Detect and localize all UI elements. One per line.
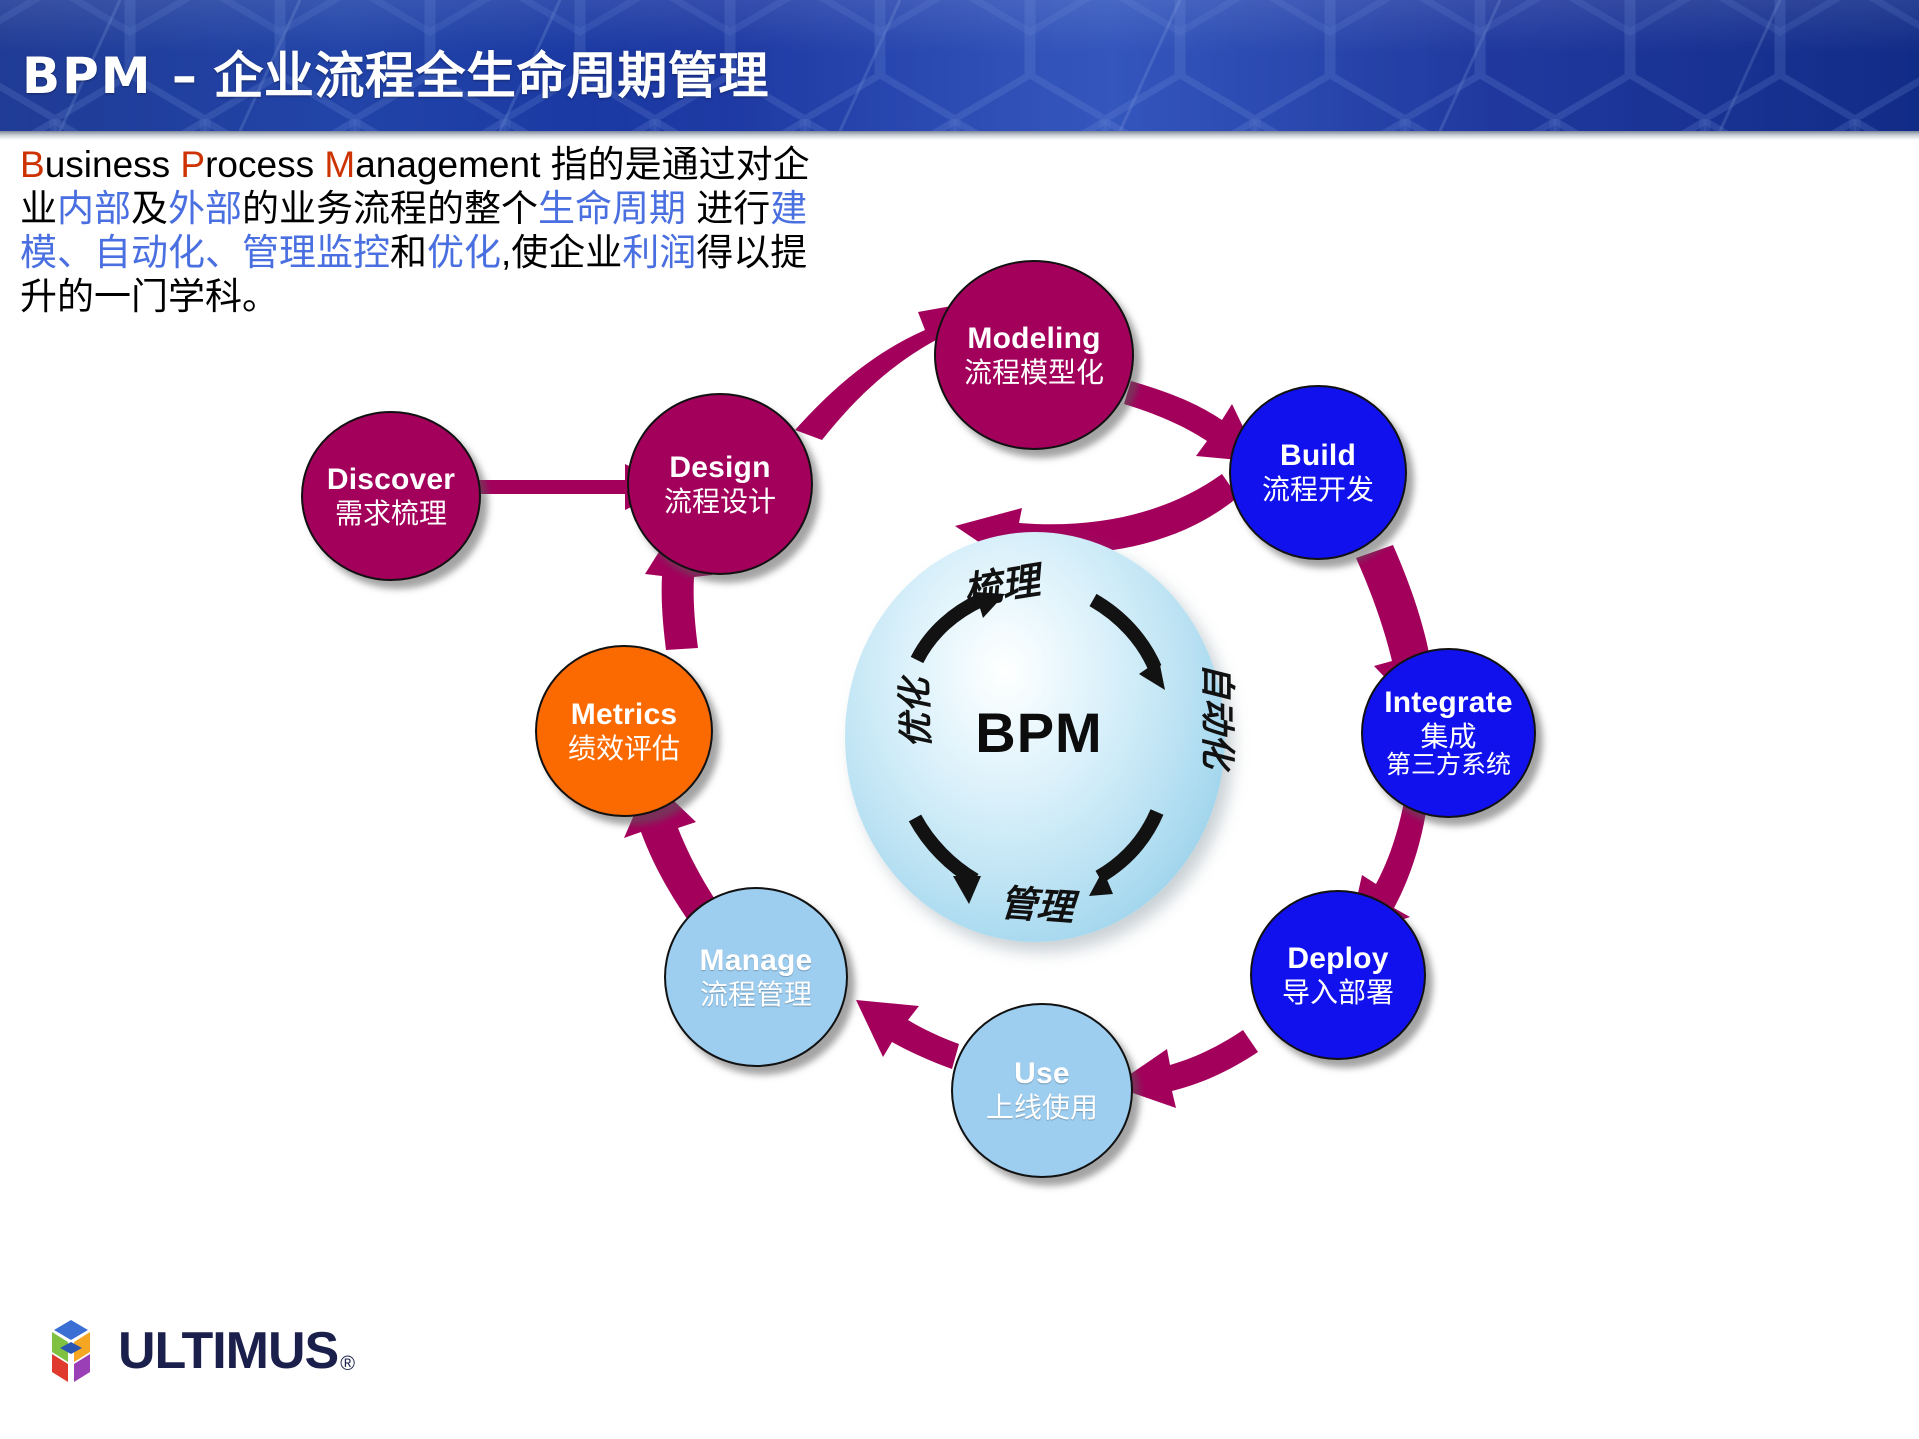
paragraph-run-7: 内部 xyxy=(57,188,131,229)
header-divider xyxy=(0,131,1919,140)
node-integrate-subtitle: 集成 xyxy=(1420,719,1477,753)
node-metrics[interactable]: Metrics 绩效评估 xyxy=(535,645,713,817)
node-deploy[interactable]: Deploy 导入部署 xyxy=(1250,890,1426,1060)
node-metrics-subtitle: 绩效评估 xyxy=(567,731,680,765)
node-integrate-title: Integrate xyxy=(1384,686,1513,720)
ultimus-wordmark: ULTIMUS xyxy=(118,1322,339,1380)
page-title: BPM – 企业流程全生命周期管理 xyxy=(22,36,769,108)
node-integrate-subtitle2: 第三方系统 xyxy=(1385,750,1511,780)
sphere-top-label: 梳理 xyxy=(960,557,1043,614)
paragraph-run-8: 及 xyxy=(131,188,168,229)
node-discover[interactable]: Discover 需求梳理 xyxy=(301,411,481,581)
paragraph-run-16: ,使企业 xyxy=(501,232,623,273)
node-build-subtitle: 流程开发 xyxy=(1261,473,1374,507)
node-use-title: Use xyxy=(1014,1057,1070,1091)
page-title-cn: 企业流程全生命周期管理 xyxy=(213,47,769,105)
ultimus-cube-icon xyxy=(52,1320,90,1382)
paragraph-run-13: 建模、自动化、管理监控 xyxy=(20,188,808,273)
node-use[interactable]: Use 上线使用 xyxy=(951,1003,1133,1178)
paragraph-run-14: 和 xyxy=(390,232,427,273)
ultimus-logo: ULTIMUS ® xyxy=(38,1318,355,1384)
node-use-subtitle: 上线使用 xyxy=(985,1091,1098,1125)
hexagon-pattern-icon xyxy=(0,0,1919,131)
node-design[interactable]: Design 流程设计 xyxy=(627,393,813,575)
node-deploy-title: Deploy xyxy=(1287,941,1389,975)
node-discover-title: Discover xyxy=(326,462,456,496)
node-integrate[interactable]: Integrate 集成 第三方系统 xyxy=(1361,648,1536,818)
sphere-right-label: 自动化 xyxy=(1196,662,1238,768)
paragraph-run-6: 指的是通过对企业 xyxy=(20,144,810,229)
node-build-title: Build xyxy=(1280,439,1356,473)
slide-header: BPM – 企业流程全生命周期管理 xyxy=(0,0,1919,131)
paragraph-run-10: 的业务流程的整个 xyxy=(242,188,538,229)
sphere-bottom-label: 管理 xyxy=(998,880,1076,930)
paragraph-run-17: 利润 xyxy=(622,232,697,273)
paragraph-run-3: rocess xyxy=(205,144,325,185)
paragraph-run-15: 优化 xyxy=(427,232,501,273)
node-manage-subtitle: 流程管理 xyxy=(699,977,812,1011)
sphere-left-label: 优化 xyxy=(894,677,938,750)
node-deploy-subtitle: 导入部署 xyxy=(1281,975,1394,1009)
intro-paragraph: Business Process Management 指的是通过对企业内部及外… xyxy=(20,143,820,319)
node-modeling[interactable]: Modeling 流程模型化 xyxy=(934,260,1134,450)
node-modeling-subtitle: 流程模型化 xyxy=(963,355,1104,389)
node-manage-title: Manage xyxy=(699,943,813,977)
sphere-center-label: BPM xyxy=(975,701,1103,764)
bpm-sphere xyxy=(845,532,1225,942)
paragraph-run-4: M xyxy=(324,144,356,185)
node-manage[interactable]: Manage 流程管理 xyxy=(664,887,848,1067)
node-design-title: Design xyxy=(669,450,771,484)
node-modeling-title: Modeling xyxy=(967,321,1101,355)
page-title-en: BPM – xyxy=(22,47,199,105)
paragraph-run-5: anagement xyxy=(355,144,551,185)
paragraph-run-9: 外部 xyxy=(168,188,242,229)
node-design-subtitle: 流程设计 xyxy=(663,484,776,518)
paragraph-run-1: usiness xyxy=(44,144,181,185)
node-build[interactable]: Build 流程开发 xyxy=(1229,385,1407,560)
sphere-rotation-arrows xyxy=(908,592,1165,904)
paragraph-run-18: 得以提升的一门学科。 xyxy=(20,232,808,317)
paragraph-run-12: 进行 xyxy=(686,188,771,229)
paragraph-run-2: P xyxy=(180,144,206,185)
registered-mark: ® xyxy=(340,1353,355,1375)
paragraph-run-11: 生命周期 xyxy=(538,188,686,229)
node-metrics-title: Metrics xyxy=(570,697,678,731)
node-discover-subtitle: 需求梳理 xyxy=(334,496,447,530)
paragraph-run-0: B xyxy=(20,144,45,185)
